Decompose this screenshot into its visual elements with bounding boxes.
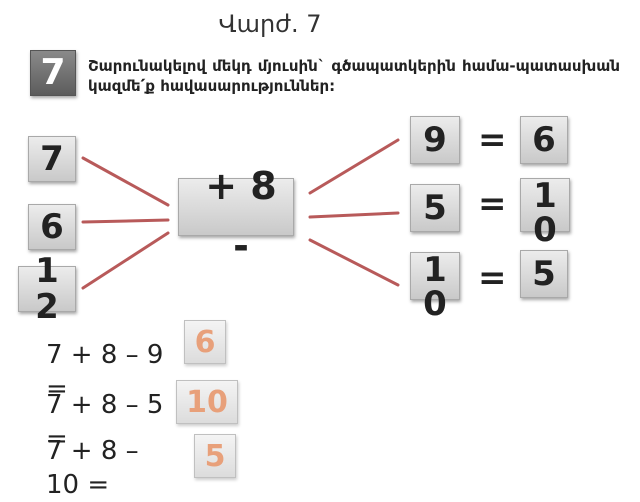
- instruction-text: Շարունակելով մեկդ մյուսին` գծապատկերին հ…: [88, 57, 620, 95]
- equals-sign: =: [478, 184, 507, 224]
- result-tile-10: 10: [520, 178, 570, 247]
- connector-lines: [81, 138, 400, 290]
- equation-text: 7 + 8 – 9 =: [46, 340, 164, 404]
- connector-line: [81, 231, 170, 290]
- result-tile-5: 5: [520, 250, 568, 298]
- answer-tile: 6: [184, 320, 226, 364]
- operation-label: + 8 -: [205, 164, 277, 268]
- input-tile-12: 12: [18, 253, 76, 325]
- equation-text: 7 + 8 – 5 =: [46, 390, 164, 454]
- answer-tile: 5: [194, 434, 236, 478]
- middle-tile-9: 9: [410, 116, 460, 164]
- connector-line: [81, 218, 170, 224]
- operation-box: [178, 178, 294, 236]
- answer-tile: 10: [176, 380, 238, 424]
- connector-line: [308, 238, 400, 287]
- middle-tile-10: 10: [410, 252, 460, 321]
- input-tile-6: 6: [28, 204, 76, 250]
- exercise-badge: 7: [30, 50, 76, 96]
- slide-title: Վարժ. 7: [218, 10, 322, 38]
- equals-sign: =: [478, 120, 507, 160]
- result-tile-6: 6: [520, 116, 568, 164]
- middle-tile-5: 5: [410, 184, 460, 232]
- connector-line: [308, 211, 400, 219]
- connector-line: [308, 138, 400, 195]
- connector-line: [81, 156, 170, 207]
- equals-sign: =: [478, 258, 507, 298]
- input-tile-7: 7: [28, 136, 76, 182]
- equation-text: 7 + 8 – 10 =: [46, 436, 139, 500]
